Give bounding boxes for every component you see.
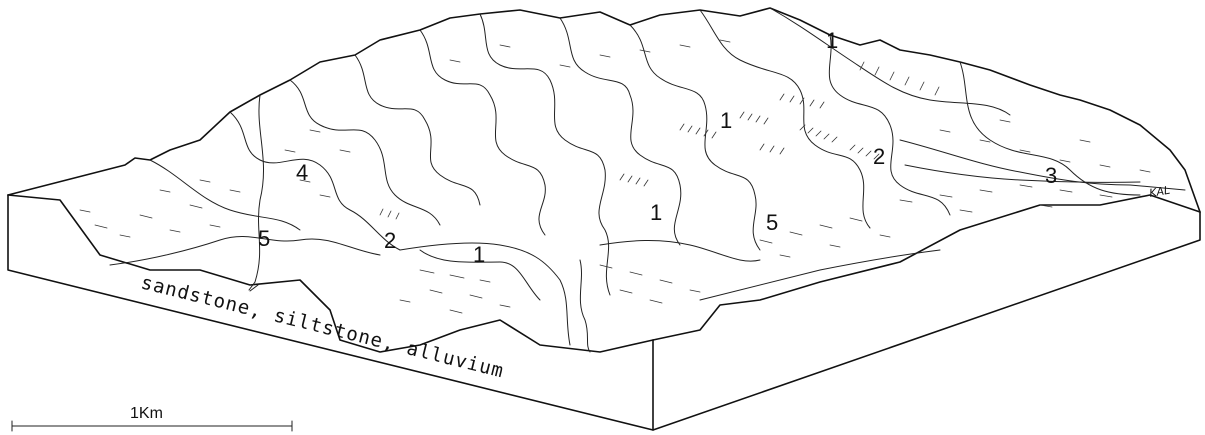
label-1-top-right: 1 bbox=[826, 28, 838, 53]
scale-bar: 1Km bbox=[12, 405, 292, 431]
label-5-left: 5 bbox=[258, 226, 270, 251]
label-4: 4 bbox=[296, 160, 308, 185]
label-1-lower: 1 bbox=[473, 242, 485, 267]
block-outline bbox=[8, 195, 1200, 430]
label-1-center: 1 bbox=[650, 200, 662, 225]
block-side-caption: sandstone, siltstone, alluvium bbox=[139, 271, 507, 382]
landform-labels: 1 1 1 1 2 2 3 4 5 5 bbox=[258, 28, 1057, 267]
scale-bar-label: 1Km bbox=[130, 405, 163, 422]
gorge-edges bbox=[110, 8, 1185, 345]
label-2-left: 2 bbox=[384, 228, 396, 253]
artist-initials: KAL bbox=[1148, 184, 1171, 200]
label-5-right: 5 bbox=[766, 210, 778, 235]
label-3: 3 bbox=[1045, 163, 1057, 188]
streams bbox=[249, 165, 1140, 352]
label-1-mid: 1 bbox=[720, 108, 732, 133]
label-2-right: 2 bbox=[873, 144, 885, 169]
